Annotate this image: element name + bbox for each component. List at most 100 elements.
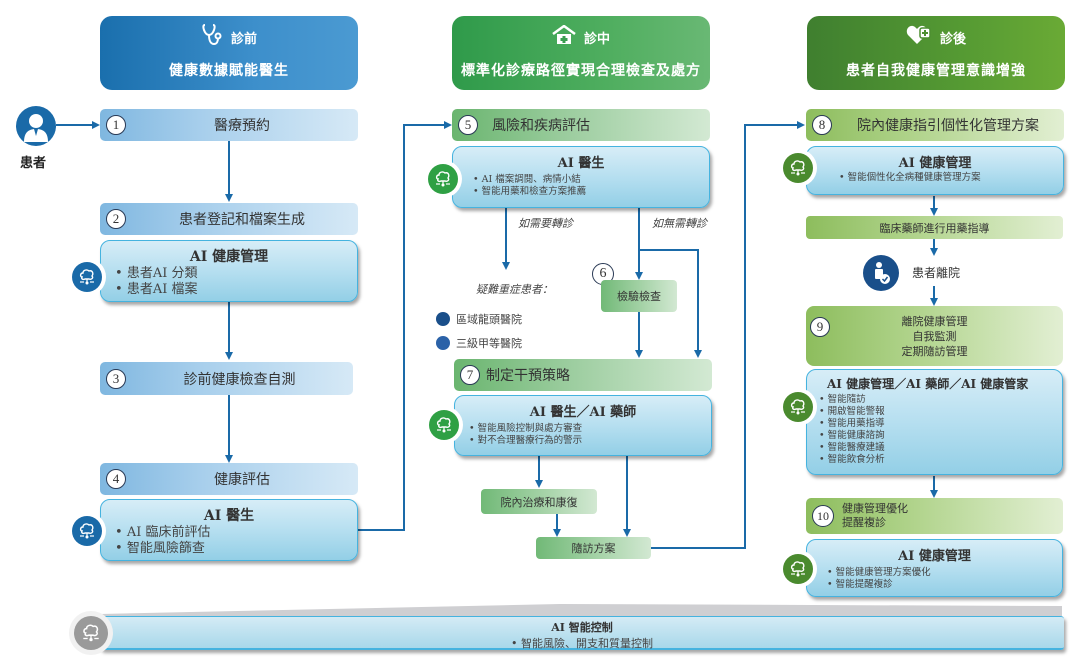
heart-plus-icon (906, 24, 932, 50)
step-10: 10 健康管理優化 提醒複診 (806, 498, 1063, 534)
step-label-line: 定期隨訪管理 (901, 344, 968, 358)
step-label: 患者登記和檔案生成 (179, 212, 305, 228)
patient-label: 患者 (20, 156, 47, 171)
ai-brain-icon (428, 164, 458, 194)
ai-box-item: AI 檔案調閱、病情小結 (473, 174, 709, 186)
step-2: 2 患者登記和檔案生成 (100, 203, 358, 235)
ai-box-item: 對不合理醫療行為的警示 (469, 435, 711, 447)
ai-box-title: AI 醫生 (203, 508, 255, 524)
ai-brain-icon (72, 262, 102, 292)
ai-box-title: AI 醫生／AI 藥師 (529, 405, 637, 420)
ai-box-item: AI 臨床前評估 (115, 525, 357, 541)
ai-box-item: 患者AI 分類 (115, 266, 357, 282)
ai-brain-icon (429, 410, 459, 440)
ai-box-step10: AI 健康管理 智能健康管理方案優化 智能提醒複診 (806, 539, 1063, 597)
bottom-wedge-shadow (100, 604, 1062, 616)
step-5: 5 風險和疾病評估 (452, 109, 710, 141)
step-1: 1 醫療預約 (100, 109, 358, 141)
pharmacist-guidance-box: 臨床藥師進行用藥指導 (806, 216, 1063, 239)
ai-box-step4: AI 醫生 AI 臨床前評估 智能風險篩查 (100, 499, 358, 561)
stethoscope-icon (201, 23, 223, 51)
patient-avatar-icon (16, 106, 56, 146)
step-label: 診前健康檢查自測 (183, 371, 296, 388)
ai-box-item: 智能提醒複診 (827, 579, 1062, 591)
step-7: 7 制定干預策略 (454, 359, 712, 391)
step-label-line: 自我監測 (912, 329, 957, 343)
step-label: 風險和疾病評估 (492, 118, 590, 134)
phase-title: 診後 (939, 31, 966, 47)
ai-box-title: AI 健康管理 (898, 156, 972, 171)
ai-box-step7: AI 醫生／AI 藥師 智能風險控制與處方審查 對不合理醫療行為的警示 (454, 395, 712, 456)
ai-box-step2: AI 健康管理 患者AI 分類 患者AI 檔案 (100, 240, 358, 302)
box-label: 隨訪方案 (571, 542, 616, 555)
step-3: 3 診前健康檢查自測 (100, 362, 353, 395)
patient-discharge-icon (863, 255, 899, 291)
step-number: 1 (106, 115, 126, 135)
branch-no-referral-label: 如無需轉診 (652, 217, 707, 230)
step-4: 4 健康評估 (100, 463, 358, 495)
phase-subtitle: 患者自我健康管理意識增強 (846, 63, 1026, 79)
step-label: 健康評估 (214, 472, 270, 488)
severe-patients-label: 疑難重症患者： (476, 283, 553, 296)
step-label-line: 提醒複診 (842, 516, 886, 529)
ai-box-item: 智能健康諮詢 (819, 430, 1062, 442)
branch-referral-label: 如需要轉診 (518, 217, 573, 230)
phase-header-mid: 診中 標準化診療路徑實現合理檢查及處方 (452, 16, 710, 90)
bullet: • (511, 637, 521, 650)
step-number: 10 (812, 505, 834, 527)
ai-brain-icon (72, 516, 102, 546)
ai-brain-icon (783, 554, 813, 584)
step-8: 8 院內健康指引個性化管理方案 (806, 109, 1064, 141)
ai-box-item: 智能飲食分析 (819, 454, 1062, 466)
step-label-line: 健康管理優化 (842, 502, 908, 515)
arrow-bypass-to-step7 (639, 249, 702, 358)
followup-plan-box: 隨訪方案 (536, 537, 651, 559)
ai-box-item: 智能用藥指導 (819, 418, 1062, 430)
step-number: 8 (812, 115, 832, 135)
phase-header-pre: 診前 健康數據賦能醫生 (100, 16, 358, 90)
step-label: 檢驗檢查 (617, 290, 661, 303)
step-number: 9 (810, 317, 830, 337)
step-label: 制定干預策略 (486, 368, 570, 384)
hospital-house-icon (552, 24, 576, 49)
hospital-regional: 區域龍頭醫院 (436, 311, 522, 327)
arrow-step4-to-step5 (358, 121, 452, 531)
ai-box-item: 智能風險篩查 (115, 541, 357, 557)
step-number: 3 (106, 368, 126, 389)
ai-box-step9: AI 健康管理／AI 藥師／AI 健康管家 智能隨訪 開啟智能警報 智能用藥指導… (806, 369, 1063, 475)
phase-header-post: 診後 患者自我健康管理意識增強 (807, 16, 1065, 90)
box-label: 臨床藥師進行用藥指導 (879, 221, 990, 235)
step-number: 2 (106, 209, 126, 229)
ai-box-item: 智能風險控制與處方審查 (469, 423, 711, 435)
ai-box-title: AI 健康管理 (898, 549, 971, 564)
hospital-building-icon (436, 336, 450, 350)
ai-control-bar: AI 智能控制 • 智能風險、開支和質量控制 (100, 616, 1064, 650)
ai-brain-icon (783, 153, 813, 183)
ai-brain-icon (74, 616, 108, 650)
step-label-line: 離院健康管理 (901, 314, 968, 328)
step-number: 4 (106, 469, 126, 489)
ai-box-title: AI 健康管理 (189, 249, 269, 265)
ai-box-item: 開啟智能警報 (819, 406, 1062, 418)
phase-subtitle: 健康數據賦能醫生 (169, 63, 289, 79)
arrow-followup-to-step8 (651, 121, 805, 549)
ai-box-item: 智能用藥和檢查方案推薦 (473, 186, 709, 198)
inpatient-treatment-box: 院內治療和康復 (481, 489, 597, 514)
ai-box-item: 智能健康管理方案優化 (827, 567, 1062, 579)
hospital-label: 三級甲等醫院 (456, 337, 522, 350)
step-label: 院內健康指引個性化管理方案 (857, 118, 1039, 134)
step-number: 7 (460, 365, 480, 385)
hospital-tertiary: 三級甲等醫院 (436, 335, 522, 351)
ai-box-step5: AI 醫生 AI 檔案調閱、病情小結 智能用藥和檢查方案推薦 (452, 146, 710, 208)
step-6: 檢驗檢查 (601, 280, 677, 312)
ai-box-step8: AI 健康管理 智能個性化全病種健康管理方案 (806, 146, 1064, 195)
ai-control-item: 智能風險、開支和質量控制 (521, 637, 653, 650)
step-9: 9 離院健康管理 自我監測 定期隨訪管理 (806, 306, 1063, 366)
ai-box-item: 智能隨訪 (819, 394, 1062, 406)
phase-subtitle: 標準化診療路徑實現合理檢查及處方 (461, 63, 701, 79)
hospital-building-icon (436, 312, 450, 326)
ai-box-item: 患者AI 檔案 (115, 282, 357, 298)
patient-discharge-label: 患者離院 (912, 266, 961, 280)
phase-title: 診中 (583, 31, 610, 47)
